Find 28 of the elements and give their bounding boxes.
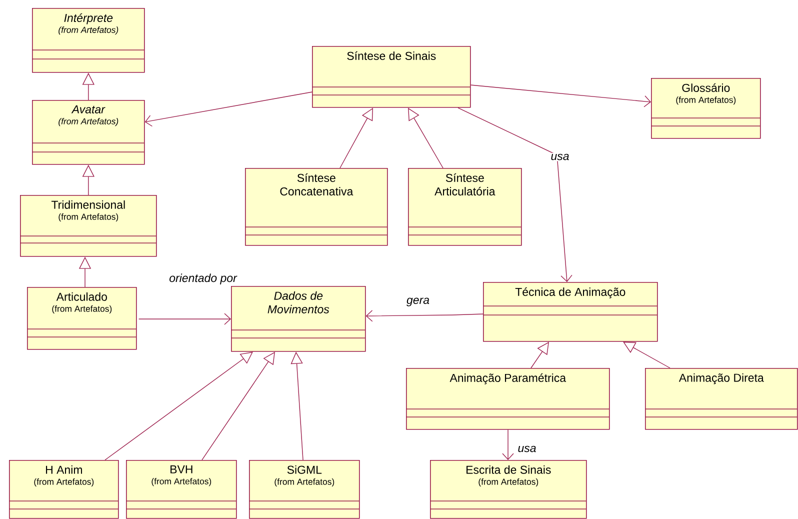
class-box: Síntese Articulatória [408, 168, 522, 246]
class-box: Animação Paramétrica [406, 368, 610, 430]
class-box: Dados de Movimentos [230, 286, 366, 352]
association-arrow [144, 92, 312, 127]
class-box: Técnica de Animação [482, 282, 658, 342]
generalization-arrow [623, 342, 670, 368]
association-arrow [366, 310, 484, 322]
edge-label: usa [516, 444, 538, 454]
class-box: Escrita de Sinais (from Artefatos) [430, 460, 587, 519]
association-arrow [502, 429, 514, 460]
class-box: SiGML (from Artefatos) [248, 460, 360, 519]
edge-label: usa [550, 152, 570, 162]
class-box: Intérprete (from Artefatos) [32, 8, 145, 73]
class-box: Tridimensional (from Artefatos) [20, 195, 157, 257]
class-box: Articulado (from Artefatos) [26, 287, 137, 350]
class-box: Síntese de Sinais [312, 46, 471, 108]
class-box: H Anim (from Artefatos) [8, 460, 119, 519]
association-arrow [138, 313, 231, 325]
class-box: Avatar (from Artefatos) [32, 100, 145, 165]
association-arrow [470, 84, 651, 108]
association-arrow [458, 107, 572, 282]
edge-label: gera [406, 296, 431, 308]
generalization-arrow [104, 352, 253, 460]
class-box: Glossário (from Artefatos) [650, 78, 761, 139]
class-box: Síntese Concatenativa [244, 168, 388, 246]
edge-label: orientado por [168, 272, 238, 286]
class-box: BVH (from Artefatos) [126, 460, 237, 519]
class-box: Animação Direta [644, 368, 798, 430]
